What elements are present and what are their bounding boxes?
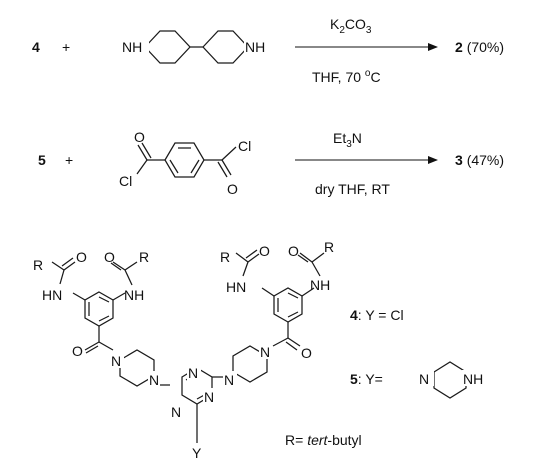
amide-carbonyl-left-b	[110, 261, 138, 271]
atom-n: N	[149, 372, 159, 388]
bond	[59, 269, 65, 285]
amide-carbonyl-right-a	[235, 249, 260, 263]
legend-entry-4: 4: Y = Cl	[350, 307, 404, 323]
reactant-label-4: 4	[32, 39, 40, 55]
atom-hn-right: HN	[226, 279, 246, 295]
atom-hn-left: HN	[42, 287, 62, 303]
atom-n: N	[260, 344, 270, 360]
benzene-double-bonds	[169, 147, 200, 174]
product-2: 2 (70%)	[455, 39, 504, 55]
atom-nh: NH	[463, 371, 483, 387]
reaction-2: 5 + O Cl Cl O Et3N dry THF, RT 3 (47%)	[38, 129, 504, 197]
left-benzene-double-bonds	[88, 296, 110, 322]
bond	[72, 292, 86, 301]
triazine-bis-amide-structure: HN NH R O R O O N N N N N Y	[33, 239, 334, 461]
carbonyl-right	[285, 337, 301, 351]
atom-o: O	[301, 345, 312, 361]
amide-carbonyl-left-a	[51, 257, 76, 271]
terephthaloyl-chloride-structure: O Cl Cl O	[119, 129, 251, 197]
reagent-k2co3: K2CO3	[330, 16, 372, 36]
atom-o: O	[288, 243, 299, 259]
plus-sign: +	[65, 152, 73, 168]
bond-c-cl-left	[136, 159, 148, 175]
atom-nh-left-ring: NH	[124, 287, 144, 303]
product-3: 3 (47%)	[455, 152, 504, 168]
atom-nh-right: NH	[245, 39, 265, 55]
bond	[272, 337, 289, 347]
plus-sign: +	[62, 39, 70, 55]
carbonyl-double-bond-left	[137, 142, 152, 161]
conditions-thf-70c: THF, 70 oC	[312, 68, 381, 85]
atom-r: R	[324, 239, 334, 255]
bond	[112, 292, 126, 301]
atom-y: Y	[192, 445, 202, 461]
atom-o: O	[259, 243, 270, 259]
atom-n: N	[204, 389, 214, 405]
right-benzene-ring	[273, 287, 303, 323]
legend-entry-5: 5: Y=	[350, 371, 383, 387]
legend-piperazine-ring	[433, 361, 467, 399]
atom-nh-right-ring: NH	[310, 277, 330, 293]
bond	[124, 269, 133, 286]
carbonyl-double-bond-right	[217, 159, 232, 178]
atom-cl-right: Cl	[238, 138, 251, 154]
reactant-label-5: 5	[38, 152, 46, 168]
conditions-dry-thf-rt: dry THF, RT	[315, 181, 390, 197]
piperidine-ring-left	[144, 30, 191, 64]
compound-legend: 4: Y = Cl 5: Y= N NH R= tert-butyl	[285, 307, 490, 448]
atom-nh-left: NH	[122, 39, 142, 55]
atom-o: O	[72, 343, 83, 359]
atom-n: N	[188, 365, 198, 381]
amide-carbonyl-right-b	[297, 252, 325, 263]
bond	[311, 261, 321, 277]
piperidine-ring-right	[202, 30, 249, 64]
atom-n: N	[111, 353, 121, 369]
atom-r: R	[33, 257, 43, 273]
atom-n: N	[171, 404, 181, 420]
bipiperidine-structure: NH NH	[121, 30, 272, 64]
reagent-et3n: Et3N	[333, 130, 362, 150]
atom-o: O	[76, 249, 87, 265]
atom-cl-left: Cl	[119, 173, 132, 189]
atom-r: R	[220, 249, 230, 265]
bond	[242, 261, 249, 277]
r-definition: R= tert-butyl	[285, 432, 362, 448]
bond	[98, 341, 114, 351]
bond	[261, 287, 275, 297]
atom-o-left: O	[134, 129, 145, 145]
atom-n: N	[224, 372, 234, 388]
atom-o: O	[104, 249, 115, 265]
reaction-1: 4 + NH NH K2CO3 THF, 70 oC 2 (70%)	[32, 16, 504, 85]
bond-c-cl-right	[221, 146, 237, 161]
bond	[301, 287, 315, 297]
carbonyl-left	[84, 341, 100, 354]
atom-o-right: O	[227, 181, 238, 197]
atom-n: N	[419, 371, 429, 387]
right-benzene-double-bonds	[277, 292, 299, 318]
atom-r: R	[139, 249, 149, 265]
